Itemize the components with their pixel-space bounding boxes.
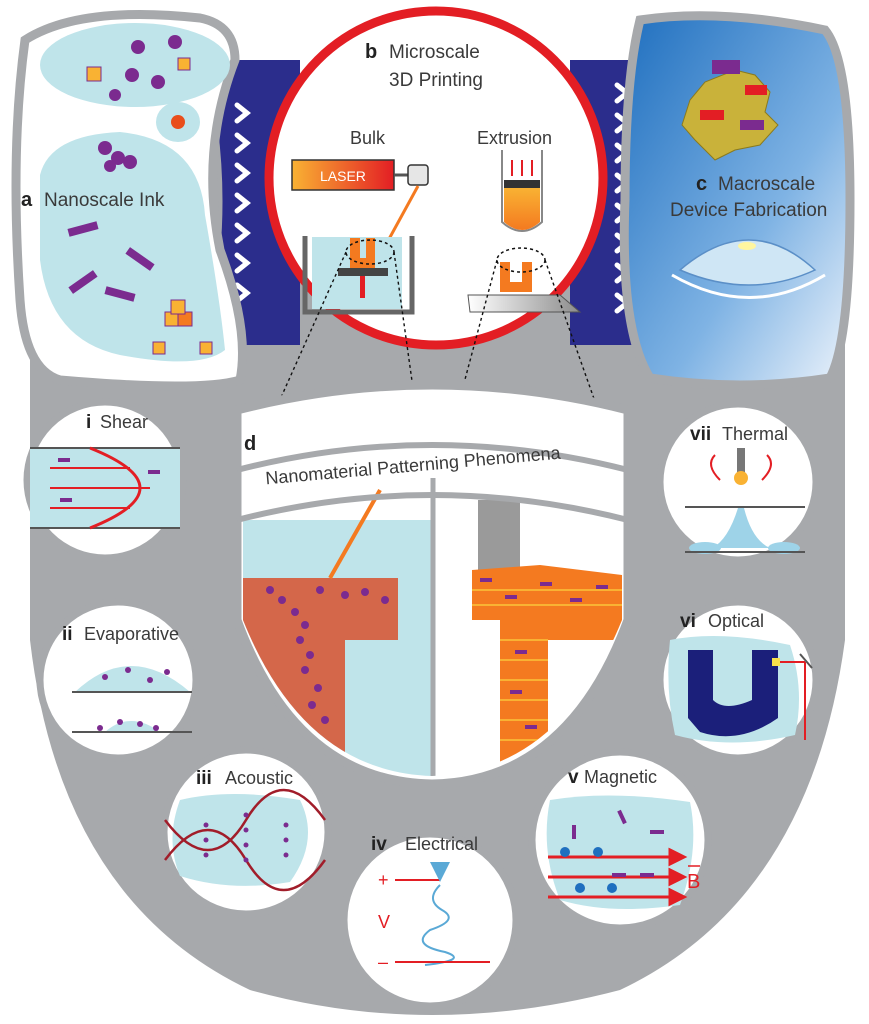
electrical-label: Electrical <box>405 834 478 854</box>
panel-b-title-2: 3D Printing <box>389 70 483 91</box>
panel-b-title-1: Microscale <box>389 42 480 63</box>
electrical-plus: + <box>378 870 389 890</box>
phenomenon-shear: i Shear <box>23 398 187 562</box>
electrical-numeral: iv <box>371 834 387 855</box>
panel-a-title: Nanoscale Ink <box>44 190 165 211</box>
panel-c-macroscale-device: c Macroscale Device Fabrication <box>619 11 855 390</box>
evaporative-label: Evaporative <box>84 624 179 644</box>
panel-b-letter: b <box>365 41 377 63</box>
thermal-label: Thermal <box>722 424 788 444</box>
optical-numeral: vi <box>680 611 696 632</box>
nozzle <box>478 500 520 570</box>
panel-c-letter: c <box>696 173 707 195</box>
acoustic-numeral: iii <box>196 768 212 789</box>
cube-icons <box>86 57 213 355</box>
bulk-vat <box>302 236 415 315</box>
phenomenon-evaporative: ii Evaporative <box>36 598 200 762</box>
phenomenon-acoustic: iii Acoustic <box>160 746 332 918</box>
shear-label: Shear <box>100 412 148 432</box>
phenomenon-optical: vi Optical <box>656 598 820 762</box>
phenomenon-magnetic: B v Magnetic <box>528 748 712 932</box>
laser-label: LASER <box>320 168 366 184</box>
panel-b-microscale-printing: b Microscale 3D Printing Bulk Extrusion … <box>264 6 608 350</box>
thermal-numeral: vii <box>690 424 711 445</box>
electrical-minus: – <box>378 952 388 972</box>
magnetic-numeral: v <box>568 767 579 788</box>
dome-device-icon <box>671 239 826 299</box>
panel-a-letter: a <box>21 189 33 211</box>
gear-device-icon <box>681 60 779 161</box>
laser-source: LASER <box>291 159 429 251</box>
magnetic-label: Magnetic <box>584 767 657 787</box>
phenomenon-electrical: + V – iv Electrical <box>340 830 520 1010</box>
extruded-filament <box>472 565 622 776</box>
nanoparticle-icons <box>67 35 182 302</box>
panel-c-title-2: Device Fabrication <box>670 200 827 221</box>
evaporative-numeral: ii <box>62 624 73 645</box>
panel-d-patterning: d Nanomaterial Patterning Phenomena <box>232 380 633 789</box>
acoustic-label: Acoustic <box>225 768 293 788</box>
panel-c-title-1: Macroscale <box>718 174 815 195</box>
optical-label: Optical <box>708 611 764 631</box>
extrusion-label: Extrusion <box>477 128 552 148</box>
panel-a-nanoscale-ink: a Nanoscale Ink <box>11 9 247 391</box>
electrical-v: V <box>378 912 390 932</box>
phenomenon-thermal: vii Thermal <box>656 400 820 564</box>
cell-icon <box>171 115 185 129</box>
bulk-label: Bulk <box>350 128 386 148</box>
panel-d-letter: d <box>244 433 256 455</box>
ink-droplet-top <box>40 23 230 107</box>
magnetic-field-label: B <box>687 871 700 893</box>
shear-numeral: i <box>86 412 91 433</box>
